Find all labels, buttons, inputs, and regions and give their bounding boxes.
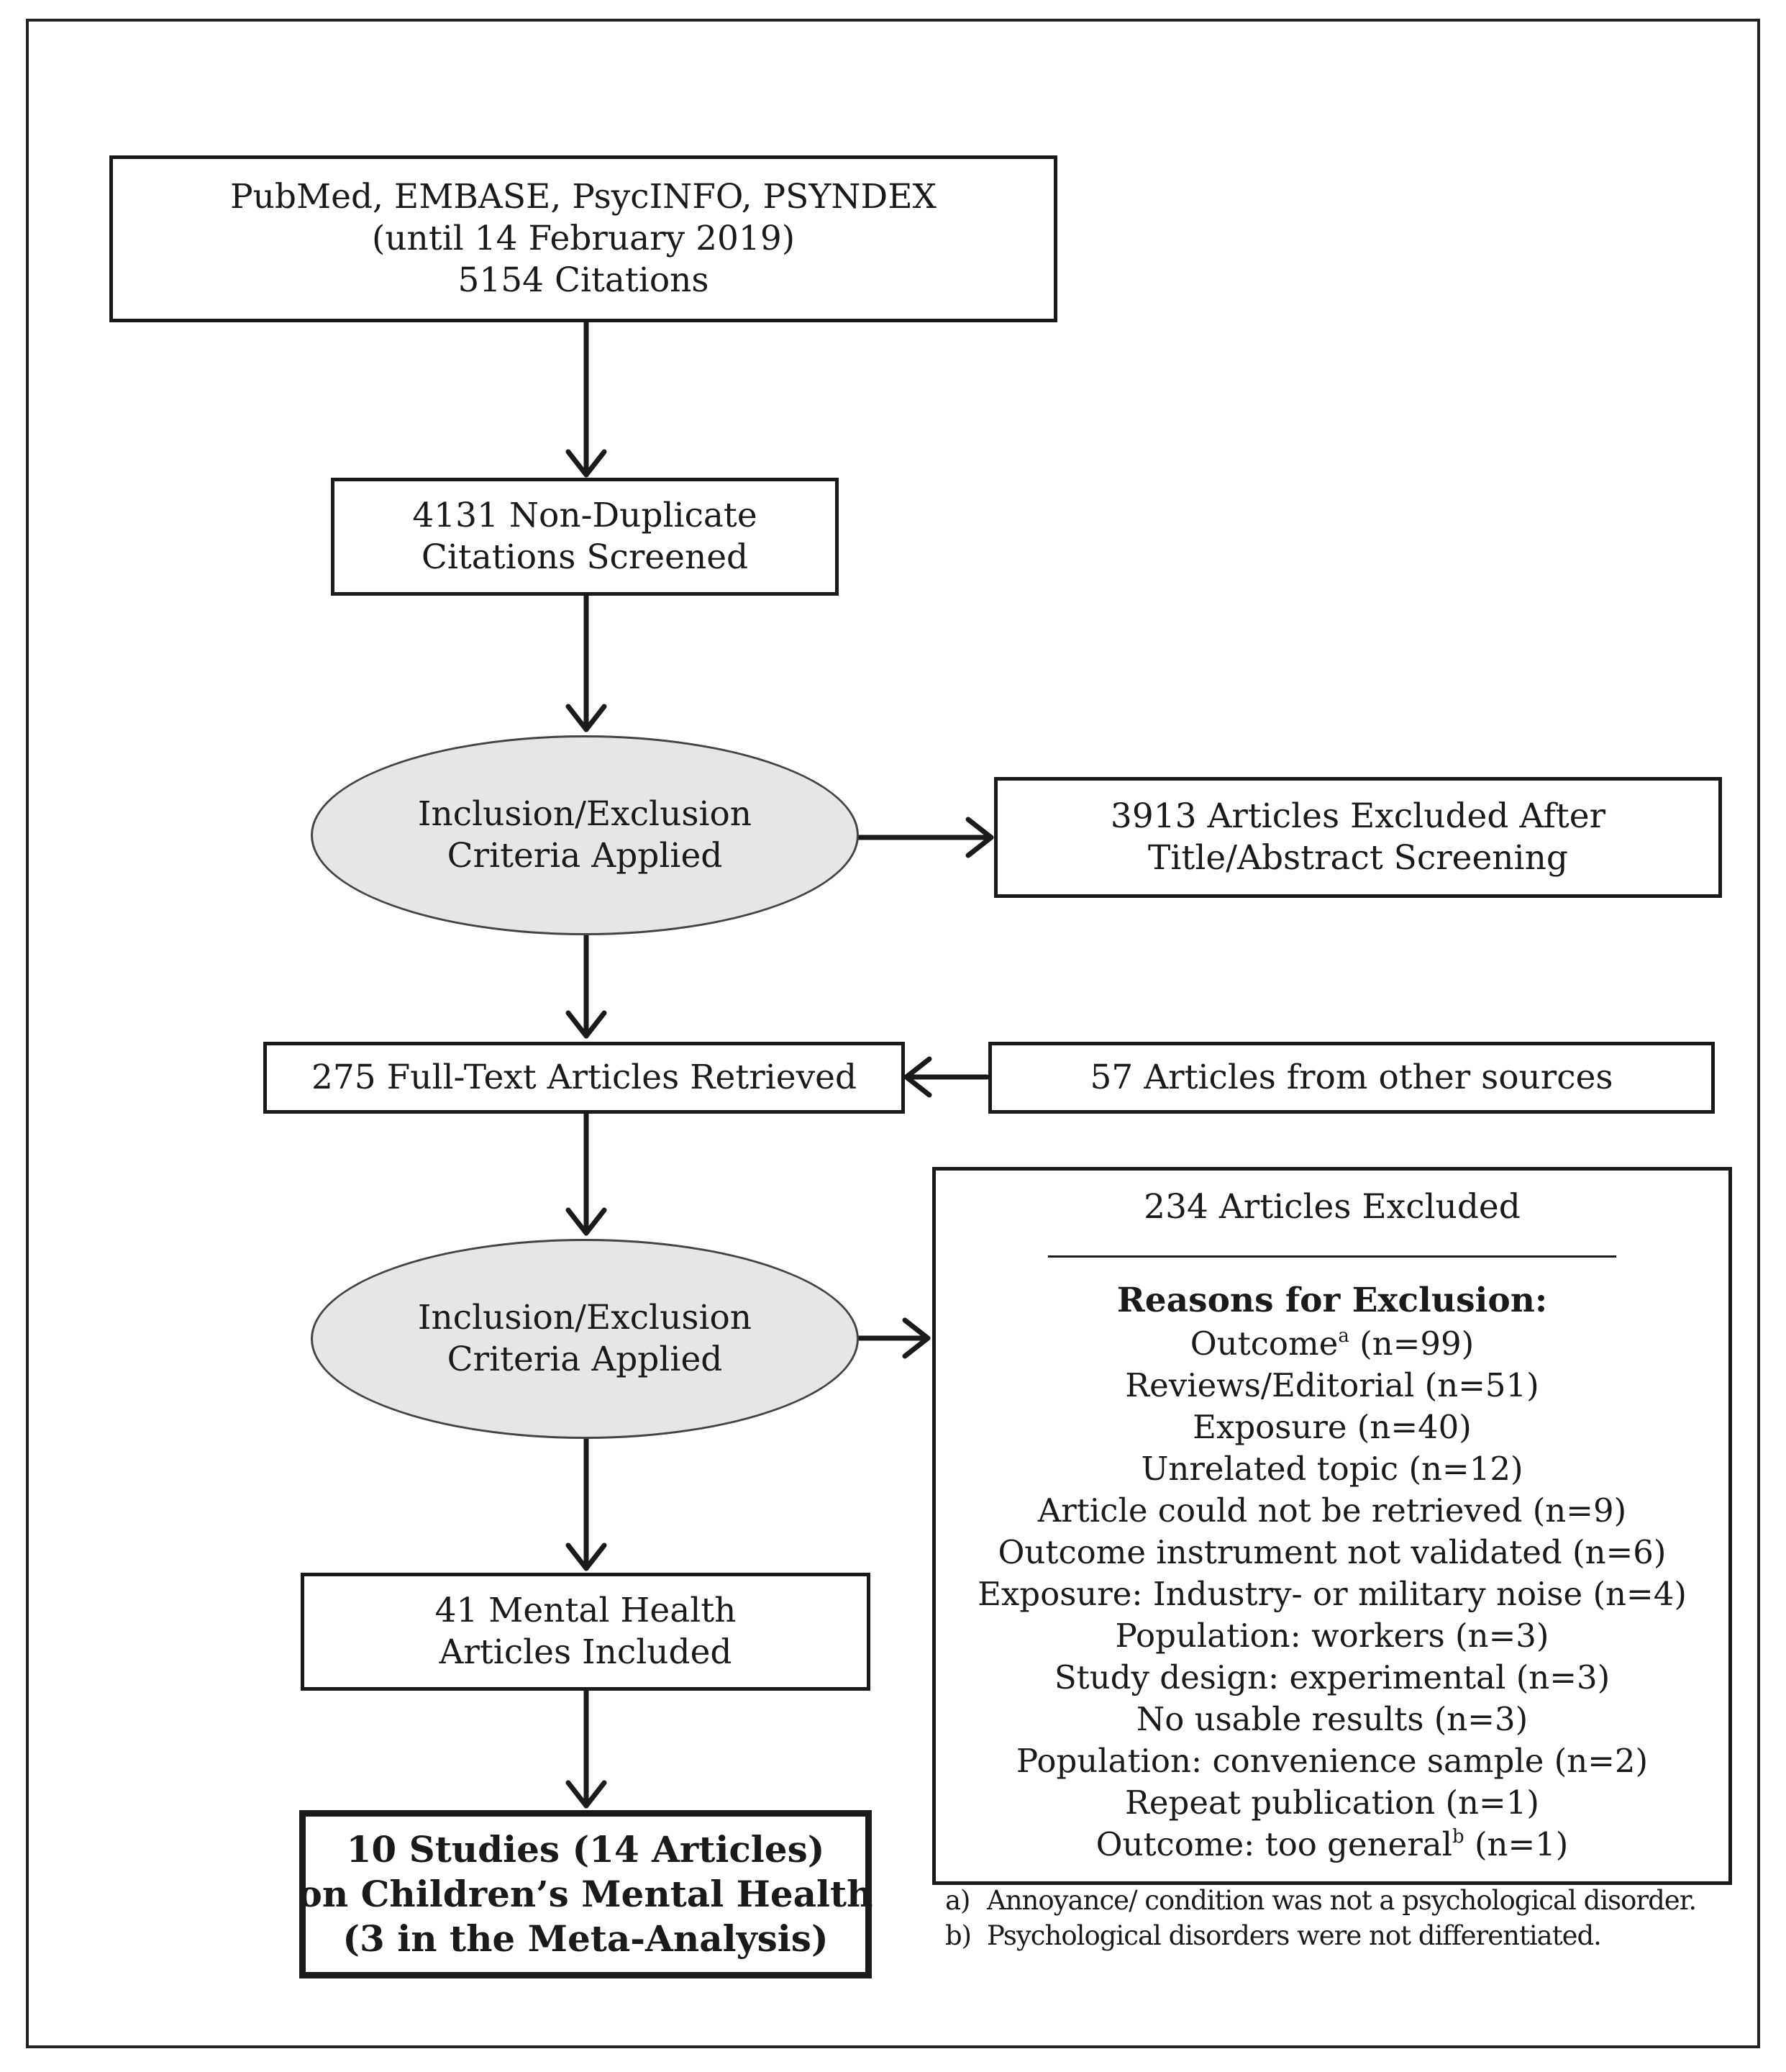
arrowhead [965, 817, 994, 858]
reason-label: Exposure: Industry- or military noise [978, 1575, 1583, 1614]
reason-count: (n=40) [1357, 1407, 1472, 1446]
arrowhead [565, 1542, 607, 1571]
exclusion-reason: Population: convenience sample (n=2) [978, 1740, 1687, 1782]
arrowhead [565, 1207, 607, 1236]
reason-count: (n=1) [1474, 1825, 1569, 1864]
arrowhead [903, 1056, 932, 1098]
footnote-mark: b) [945, 1919, 972, 1951]
exclusion-reason: Exposure: Industry- or military noise (n… [978, 1573, 1687, 1615]
reason-count: (n=51) [1424, 1366, 1539, 1404]
included-line-2: Articles Included [439, 1632, 732, 1672]
figure-frame [26, 19, 1760, 2048]
reason-label: Article could not be retrieved [1037, 1491, 1523, 1530]
final-line-1: 10 Studies (14 Articles) [346, 1828, 825, 1871]
criteria-2-line-2: Criteria Applied [447, 1340, 723, 1379]
exclusion-reason: Exposure (n=40) [978, 1407, 1687, 1448]
reason-count: (n=12) [1408, 1450, 1523, 1489]
databases-line-3: 5154 Citations [457, 260, 709, 301]
reason-label: No usable results [1136, 1700, 1424, 1739]
databases-box: PubMed, EMBASE, PsycINFO, PSYNDEX (until… [109, 155, 1057, 322]
reason-label: Outcome: too general [1095, 1825, 1452, 1864]
exclusion-reason: Population: workers (n=3) [978, 1615, 1687, 1657]
arrowhead [565, 704, 607, 732]
arrowhead [565, 449, 607, 478]
exclusions-divider [1048, 1255, 1616, 1258]
exclusion-reason: Outcomea (n=99) [978, 1323, 1687, 1365]
reason-label: Population: workers [1115, 1617, 1445, 1655]
exclusion-reason: Article could not be retrieved (n=9) [978, 1490, 1687, 1532]
screened-line-2: Citations Screened [421, 537, 749, 577]
databases-line-1: PubMed, EMBASE, PsycINFO, PSYNDEX [230, 176, 937, 217]
final-studies-box: 10 Studies (14 Articles) on Children’s M… [298, 1810, 873, 1978]
screened-line-1: 4131 Non-Duplicate [412, 495, 757, 535]
footnote-text: Psychological disorders were not differe… [987, 1919, 1602, 1951]
footnote-mark: a) [945, 1885, 971, 1916]
reason-label: Unrelated topic [1141, 1450, 1399, 1489]
fulltext-retrieved-box: 275 Full-Text Articles Retrieved [263, 1042, 905, 1114]
criteria-2-line-1: Inclusion/Exclusion [417, 1297, 752, 1337]
other-sources-box: 57 Articles from other sources [988, 1042, 1715, 1114]
reason-label: Outcome instrument not validated [998, 1533, 1562, 1572]
arrowhead [565, 1780, 607, 1809]
reason-count: (n=6) [1572, 1533, 1667, 1572]
exclusion-reason: Reviews/Editorial (n=51) [978, 1365, 1687, 1407]
reason-count: (n=3) [1516, 1658, 1610, 1697]
footnote-superscript: b [1452, 1826, 1464, 1848]
reason-count: (n=1) [1445, 1784, 1539, 1822]
exclusion-reason: Repeat publication (n=1) [978, 1782, 1687, 1824]
exclusions-title: 234 Articles Excluded [1144, 1187, 1521, 1227]
footnote-b: b) Psychological disorders were not diff… [945, 1919, 1696, 1954]
footnote-a: a) Annoyance/ condition was not a psycho… [945, 1884, 1697, 1919]
exclusion-reason: Study design: experimental (n=3) [978, 1657, 1687, 1699]
reason-count: (n=9) [1532, 1491, 1627, 1530]
criteria-ellipse-2: Inclusion/Exclusion Criteria Applied [311, 1239, 859, 1439]
criteria-ellipse-1: Inclusion/Exclusion Criteria Applied [311, 735, 859, 935]
footnotes: a) Annoyance/ condition was not a psycho… [945, 1884, 1697, 1954]
reason-count: (n=2) [1554, 1742, 1649, 1781]
reason-count: (n=99) [1359, 1324, 1475, 1363]
other-sources-label: 57 Articles from other sources [1090, 1057, 1613, 1097]
footnote-text: Annoyance/ condition was not a psycholog… [987, 1885, 1697, 1916]
reason-count: (n=3) [1434, 1700, 1528, 1739]
footnote-superscript: a [1338, 1324, 1349, 1347]
databases-line-2: (until 14 February 2019) [371, 218, 796, 258]
screened-box: 4131 Non-Duplicate Citations Screened [331, 478, 839, 596]
criteria-1-line-2: Criteria Applied [447, 836, 723, 876]
excluded-ta-line-1: 3913 Articles Excluded After [1110, 796, 1606, 836]
exclusion-reasons-list: Reasons for Exclusion: Outcomea (n=99)Re… [978, 1279, 1687, 1866]
exclusion-reason: Unrelated topic (n=12) [978, 1448, 1687, 1490]
reason-label: Outcome [1190, 1324, 1339, 1363]
arrowhead [565, 1010, 607, 1039]
reason-label: Reviews/Editorial [1125, 1366, 1415, 1404]
fulltext-retrieved-label: 275 Full-Text Articles Retrieved [311, 1057, 857, 1097]
final-line-2: on Children’s Mental Health [298, 1873, 873, 1915]
reason-label: Study design: experimental [1054, 1658, 1506, 1697]
final-line-3: (3 in the Meta-Analysis) [342, 1917, 829, 1960]
excluded-ta-line-2: Title/Abstract Screening [1148, 838, 1568, 878]
included-line-1: 41 Mental Health [434, 1590, 737, 1630]
reason-label: Repeat publication [1125, 1784, 1436, 1822]
exclusions-box: 234 Articles Excluded Reasons for Exclus… [932, 1167, 1732, 1885]
reason-count: (n=4) [1593, 1575, 1687, 1614]
excluded-title-abstract-box: 3913 Articles Excluded After Title/Abstr… [994, 777, 1722, 898]
reasons-heading: Reasons for Exclusion: [1116, 1281, 1548, 1321]
mental-health-included-box: 41 Mental Health Articles Included [301, 1573, 870, 1691]
arrowhead [902, 1317, 931, 1359]
reason-label: Exposure [1193, 1407, 1347, 1446]
criteria-1-line-1: Inclusion/Exclusion [417, 794, 752, 834]
exclusion-reason: No usable results (n=3) [978, 1699, 1687, 1740]
reason-count: (n=3) [1455, 1617, 1549, 1655]
exclusion-reason: Outcome instrument not validated (n=6) [978, 1532, 1687, 1573]
exclusion-reason: Outcome: too generalb (n=1) [978, 1824, 1687, 1866]
reason-label: Population: convenience sample [1016, 1742, 1544, 1781]
